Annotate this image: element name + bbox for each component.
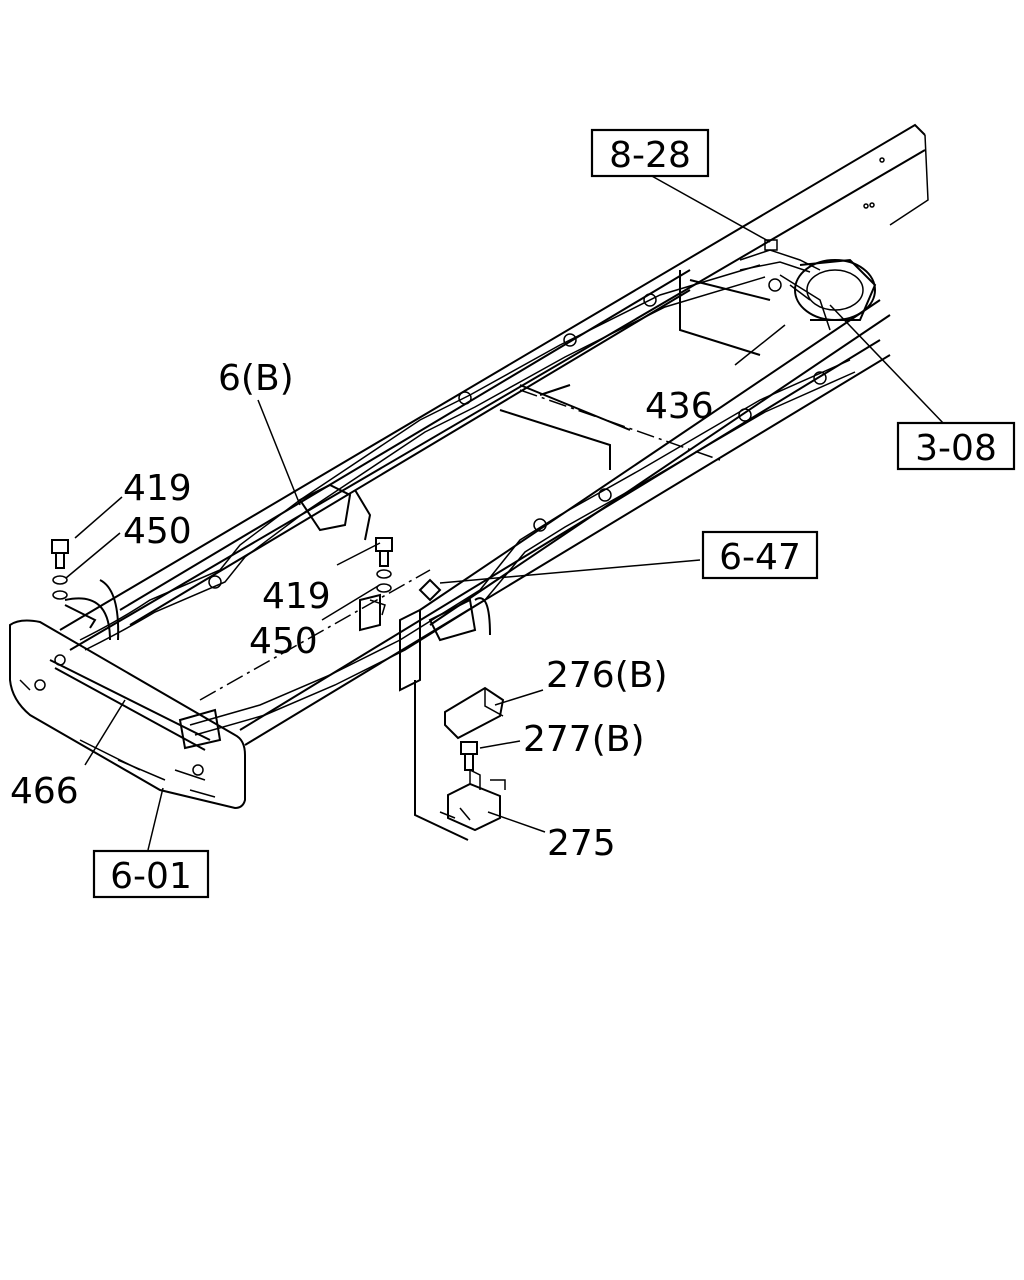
part-label-450-right: 450: [249, 621, 318, 662]
reference-box-6-47: 6-47: [701, 530, 819, 580]
ref-label-6-47: 6-47: [719, 537, 801, 578]
part-label-419-right: 419: [262, 576, 331, 617]
part-label-436: 436: [645, 386, 714, 427]
reference-box-3-08: 3-08: [896, 421, 1016, 471]
part-label-276b: 276(B): [546, 655, 668, 696]
ref-label-8-28: 8-28: [609, 135, 691, 176]
part-label-275: 275: [547, 823, 616, 864]
ref-label-3-08: 3-08: [915, 428, 997, 469]
ref-label-6-01: 6-01: [110, 856, 192, 897]
chassis-frame-drawing: [9, 123, 929, 841]
part-labels: 6(B) 436 419 450 419 450 276(B) 277(B) 2…: [10, 358, 714, 864]
leader-lines: [65, 174, 946, 851]
part-label-419-left: 419: [123, 468, 192, 509]
part-label-466: 466: [10, 771, 79, 812]
part-label-277b: 277(B): [523, 719, 645, 760]
reference-box-8-28: 8-28: [590, 128, 710, 178]
reference-box-6-01: 6-01: [92, 849, 210, 899]
part-label-450-left: 450: [123, 511, 192, 552]
part-label-6b: 6(B): [218, 358, 294, 399]
